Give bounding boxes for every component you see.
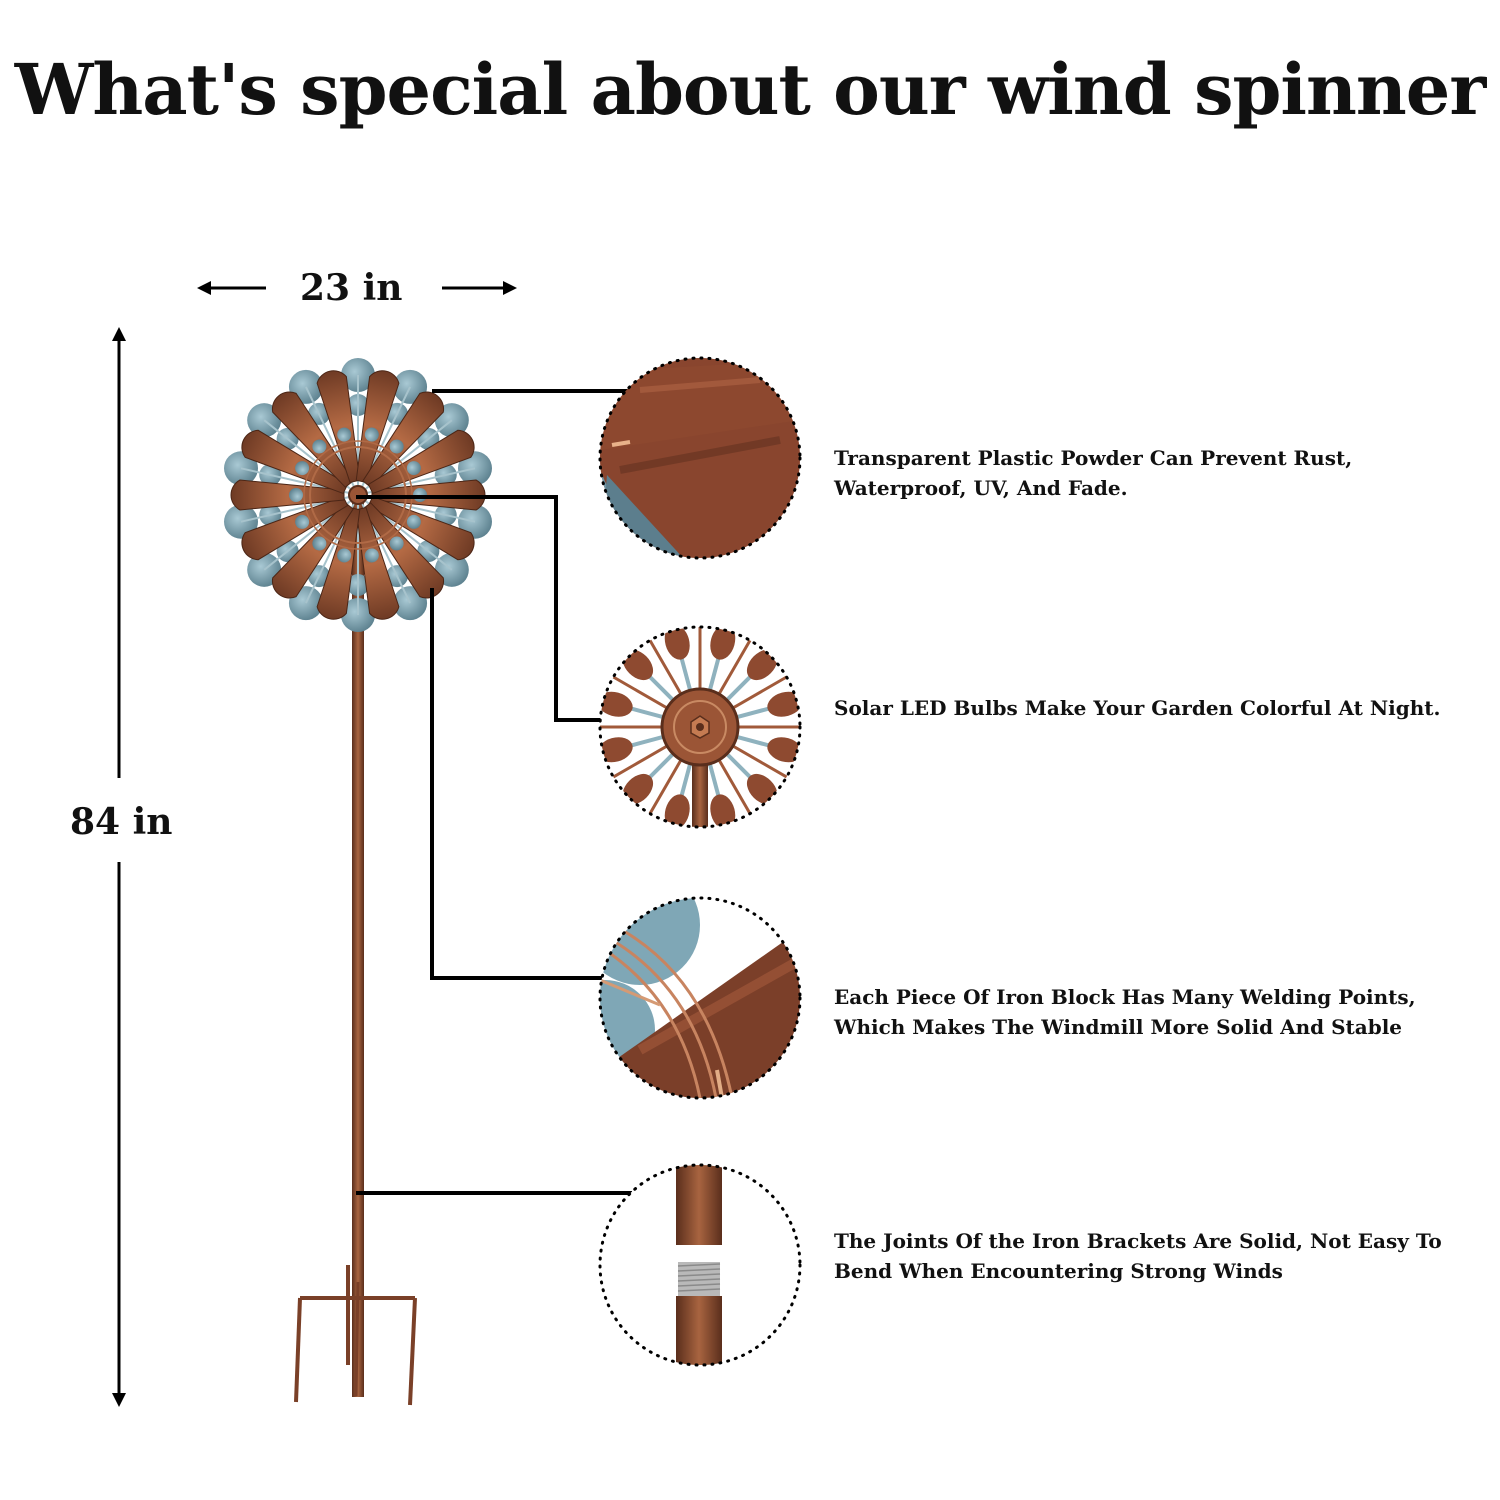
connector-lines: [356, 389, 632, 1195]
height-dimension-label: 84 in: [70, 801, 173, 843]
feature-solid-joints-text: The Joints Of the Iron Brackets Are Soli…: [834, 1229, 1442, 1283]
feature-rust-proof-text: Transparent Plastic Powder Can Prevent R…: [834, 446, 1353, 500]
width-dimension-label: 23 in: [300, 267, 403, 309]
width-arrows: [197, 281, 517, 295]
detail-circle-solar-led: [598, 625, 802, 829]
feature-solar-led-text: Solar LED Bulbs Make Your Garden Colorfu…: [834, 696, 1441, 720]
spinner-head: [224, 358, 492, 632]
detail-circle-solid-joints: [598, 1163, 802, 1367]
detail-circle-rust-proof: [598, 356, 802, 560]
spinner-pole: [294, 492, 417, 1406]
page-title: What's special about our wind spinner: [14, 48, 1486, 131]
height-arrows: [112, 327, 126, 1407]
feature-welding-points-text: Each Piece Of Iron Block Has Many Weldin…: [834, 985, 1416, 1039]
detail-circle-welding-points: [598, 896, 802, 1100]
